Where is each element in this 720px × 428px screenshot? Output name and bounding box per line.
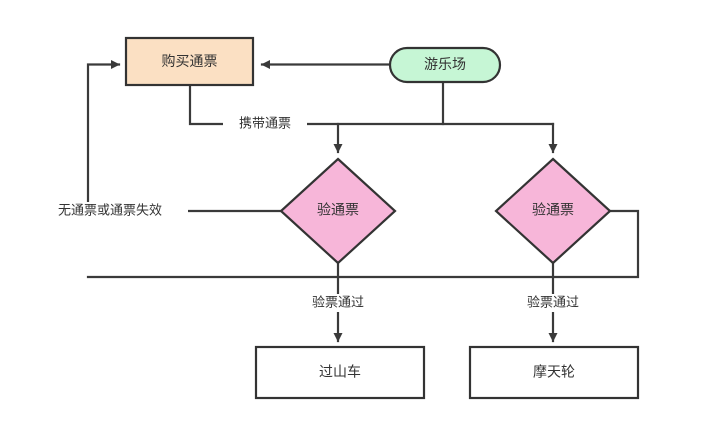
node-ferris-wheel[interactable]: 摩天轮 [468, 345, 640, 400]
edge-label-no-pass-text: 无通票或通票失效 [58, 202, 162, 217]
edge-label-no-pass: 无通票或通票失效 [33, 202, 188, 220]
node-ferris-wheel-label: 摩天轮 [533, 364, 575, 380]
node-verify-pass-left[interactable]: 验通票 [279, 157, 397, 265]
node-verify-pass-right[interactable]: 验通票 [494, 157, 612, 265]
edge-label-pass-right-text: 验票通过 [527, 294, 579, 309]
edge-verify-right-fail [86, 209, 640, 279]
node-buy-pass-label: 购买通票 [162, 53, 218, 69]
node-verify-pass-right-label: 验通票 [532, 202, 574, 218]
node-roller-coaster[interactable]: 过山车 [254, 345, 426, 400]
edge-verify-left-fail [86, 60, 283, 213]
node-amusement-park[interactable]: 游乐场 [388, 46, 502, 84]
node-roller-coaster-label: 过山车 [319, 364, 361, 380]
edge-label-pass-left-text: 验票通过 [312, 294, 364, 309]
edge-label-carry-pass-text: 携带通票 [239, 115, 291, 130]
edge-buy-to-trunk [188, 83, 555, 126]
node-verify-pass-left-label: 验通票 [317, 202, 359, 218]
edge-label-carry-pass: 携带通票 [223, 115, 307, 133]
edge-label-pass-left: 验票通过 [295, 294, 381, 312]
node-buy-pass[interactable]: 购买通票 [124, 36, 255, 87]
node-amusement-park-label: 游乐场 [424, 56, 466, 72]
edge-label-pass-right: 验票通过 [510, 294, 596, 312]
